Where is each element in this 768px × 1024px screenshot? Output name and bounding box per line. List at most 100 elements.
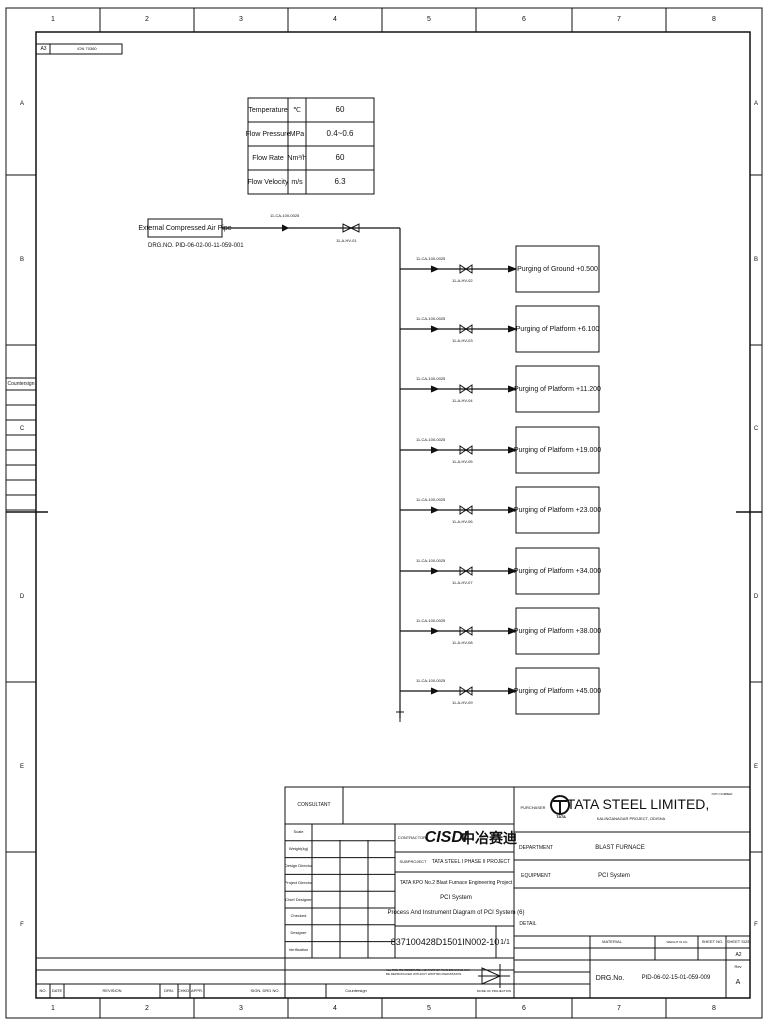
zone-label-top: 3 <box>239 15 243 23</box>
zone-label-top: 6 <box>522 15 526 23</box>
zone-label-left: D <box>19 594 25 600</box>
purge-box <box>515 305 600 353</box>
drg-no-label: DRG.No. <box>595 974 625 982</box>
branch-valve <box>459 264 473 274</box>
purge-box <box>515 365 600 413</box>
tata-logo-text: TATA <box>556 814 566 819</box>
main-valve-label: 11-A-HV-01 <box>336 238 357 243</box>
branch-valve-label: 11-A-HV-09 <box>452 700 473 705</box>
sheet-size-label: SHEET SIZE <box>726 939 751 944</box>
left-row-label: Project Director <box>284 879 313 885</box>
params-name: Temperature <box>248 106 288 114</box>
zone-label-bottom: 1 <box>51 1004 55 1012</box>
zone-label-bottom: 7 <box>617 1004 621 1012</box>
tata-sub: KALINGANAGAR PROJECT, ODISHA <box>596 816 666 821</box>
left-row-label: Weight(kg) <box>288 846 309 852</box>
branch-flow-arrow <box>430 446 440 454</box>
revision-header: CHKD. <box>177 988 191 993</box>
cisdi-logo-cn: 中冶赛迪 <box>461 830 517 846</box>
zone-label-left: F <box>20 922 24 928</box>
purge-box <box>515 245 600 293</box>
params-unit: Nm³/h <box>287 154 307 162</box>
zone-label-top: 5 <box>427 15 431 23</box>
revision-header: NO. <box>39 988 47 993</box>
branch-flow-arrow <box>430 627 440 635</box>
branch-pipe-label: 11-CA-100-0025 <box>416 256 446 261</box>
zone-label-top: 2 <box>145 15 149 23</box>
zone-label-right: D <box>753 594 759 600</box>
zone-label-right: B <box>753 257 758 263</box>
purge-box <box>515 607 600 655</box>
revision-header: DRN. <box>164 988 174 993</box>
branch-valve <box>459 505 473 515</box>
left-row-label: Scale <box>293 829 304 835</box>
branch-pipe-label: 11-CA-100-0025 <box>416 618 446 623</box>
department-value: BLAST FURNACE <box>595 845 645 851</box>
purge-label: Purging of Platform +45.000 <box>513 687 602 695</box>
drg-no: PID-06-02-15-01-059-009 <box>641 975 711 981</box>
sheet-no: 1/1 <box>500 938 510 946</box>
branch-valve-label: 11-A-HV-07 <box>452 580 473 585</box>
params-name: Flow Velocity <box>247 178 289 186</box>
zone-label-bottom: 5 <box>427 1004 431 1012</box>
zone-label-right: C <box>753 425 759 432</box>
corner-tag-box <box>35 43 123 55</box>
source-ref: DRG.NO. PID-06-02-00-11-059-001 <box>148 243 244 249</box>
purge-box <box>515 667 600 715</box>
left-row-label: Checked <box>290 913 307 919</box>
zone-label-top: 7 <box>617 15 621 23</box>
subproject-label: SUBPROJECT <box>399 859 427 864</box>
revision-header: Countersign <box>345 988 367 993</box>
branch-valve <box>459 324 473 334</box>
purge-label: Purging of Ground +0.500 <box>517 265 598 273</box>
contractor-label: CONTRACTOR <box>397 835 427 840</box>
project-sub: TATA KPO No.2 Blast Furnace Engineering … <box>399 879 513 886</box>
branch-pipe-label: 11-CA-100-0025 <box>416 437 446 442</box>
projection-label: MODE OF PROJECTION <box>476 988 512 993</box>
branch-valve-label: 11-A-HV-05 <box>452 459 473 464</box>
sheet-label: SHEET NO. <box>701 939 724 944</box>
branch-valve <box>459 384 473 394</box>
weight-label: WEIGHT IN KG <box>666 939 688 944</box>
branch-valve-label: 11-A-HV-08 <box>452 640 473 645</box>
params-value: 60 <box>335 105 345 114</box>
outer-border <box>5 7 763 1019</box>
corner-tag-left: A3 <box>40 45 47 52</box>
purge-box <box>515 547 600 595</box>
drawing-title: Process And Instrument Diagram of PCI Sy… <box>387 910 525 916</box>
params-unit: ℃ <box>293 106 301 114</box>
zone-label-top: 4 <box>333 15 337 23</box>
zone-label-bottom: 6 <box>522 1004 526 1012</box>
tata-logo-icon <box>550 795 571 815</box>
purchaser-label: PURCHASER <box>520 805 546 810</box>
branch-flow-arrow <box>430 687 440 695</box>
zone-label-right: E <box>753 764 758 770</box>
left-row-label: Chief Designer <box>285 896 312 902</box>
branch-valve-label: 11-A-HV-04 <box>452 398 473 403</box>
zone-label-top: 8 <box>712 15 716 23</box>
rev-label: Rev <box>734 964 742 969</box>
consultant-label: CONSULTANT <box>297 801 331 808</box>
branch-valve-label: 11-A-HV-02 <box>452 278 473 283</box>
disclaimer: ALL RIGHTS RESERVED. NO PART OF THIS DRA… <box>386 968 471 976</box>
purge-box <box>515 486 600 534</box>
purge-box <box>515 426 600 474</box>
purge-label: Purging of Platform +11.200 <box>514 385 601 393</box>
zone-label-bottom: 4 <box>333 1004 337 1012</box>
detail-label: DETAIL <box>519 920 537 927</box>
countersign-label: Countersign <box>7 380 35 387</box>
branch-flow-arrow <box>430 506 440 514</box>
revision-table <box>35 957 515 999</box>
params-value: 6.3 <box>334 177 346 186</box>
branch-pipe-label: 11-CA-100-0025 <box>416 376 446 381</box>
drawing-code: 837100428D1501IN002-10 <box>390 936 500 947</box>
material-label: MATERIAL <box>602 939 622 944</box>
branch-valve <box>459 626 473 636</box>
zone-label-left: B <box>19 257 24 263</box>
params-value: 60 <box>335 153 345 162</box>
revision-header: REVISION <box>102 988 122 993</box>
source-label: External Compressed Air Pipe <box>138 224 232 232</box>
zone-label-bottom: 3 <box>239 1004 243 1012</box>
revision-header: APPR. <box>190 988 203 993</box>
